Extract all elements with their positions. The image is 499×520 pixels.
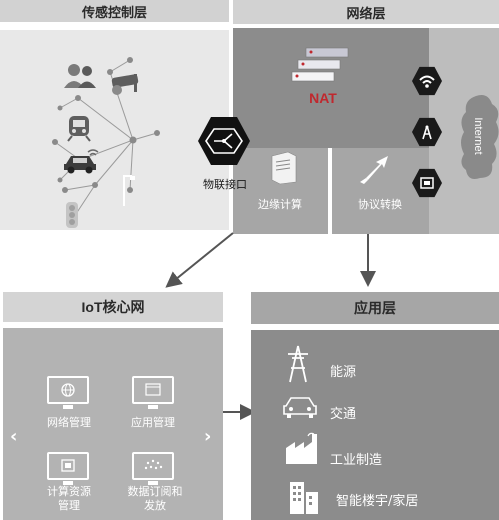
wifi-signal-icon [87, 149, 99, 156]
server-tower-icon [271, 151, 297, 185]
iot-item-compute-management-label: 计算资源 管理 [47, 485, 91, 512]
iot-interface-hex-icon [198, 117, 250, 165]
sensor-layer-title: 传感控制层 [81, 5, 147, 21]
factory-icon [286, 432, 317, 464]
protocol-conversion-label: 协议转换 [358, 198, 402, 211]
sensor-layer-panel [0, 30, 229, 230]
server-rack-icon [291, 47, 349, 82]
iot-core-header: IoT核心网 [3, 292, 223, 322]
building-icon [290, 482, 318, 514]
globe-icon [47, 376, 89, 409]
street-lamp-icon [123, 175, 135, 206]
iot-item-application-management-label: 应用管理 [131, 416, 175, 429]
data-cloud-icon [132, 452, 174, 485]
app-item-industrial-label: 工业制造 [330, 453, 383, 468]
bidirectional-arrow-icon [360, 156, 388, 184]
network-layer-header: 网络层 [233, 0, 499, 24]
iot-core-title: IoT核心网 [81, 299, 145, 315]
app-item-transport-label: 交通 [330, 407, 357, 422]
car-icon [64, 156, 96, 174]
train-icon [67, 116, 91, 142]
internet-cloud-icon [461, 95, 499, 179]
edge-computing-label: 边缘计算 [258, 198, 302, 211]
security-camera-icon [111, 74, 139, 95]
iot-item-network-management-label: 网络管理 [47, 416, 91, 429]
iot-item-data-subscription-label: 数据订阅和 发放 [127, 485, 183, 512]
application-layer-title: 应用层 [354, 301, 396, 317]
people-group-icon [64, 64, 96, 88]
sensor-layer-header: 传感控制层 [0, 0, 229, 22]
car-front-icon [283, 397, 317, 418]
iot-core-panel [3, 328, 223, 520]
app-window-icon [132, 376, 174, 409]
carousel-next-button[interactable]: › [204, 426, 212, 447]
chip-icon [47, 452, 89, 485]
iot-interface-label: 物联接口 [203, 178, 247, 191]
nat-label: NAT [309, 90, 337, 106]
carousel-prev-button[interactable]: ‹ [10, 426, 18, 447]
ethernet-port-hex-icon [412, 168, 442, 198]
application-layer-header: 应用层 [251, 292, 499, 324]
power-tower-icon [288, 345, 308, 383]
network-layer-title: 网络层 [346, 6, 386, 22]
app-item-energy-label: 能源 [330, 365, 357, 380]
traffic-light-icon [66, 202, 78, 228]
app-item-smart-building-label: 智能楼宇/家居 [336, 494, 419, 509]
